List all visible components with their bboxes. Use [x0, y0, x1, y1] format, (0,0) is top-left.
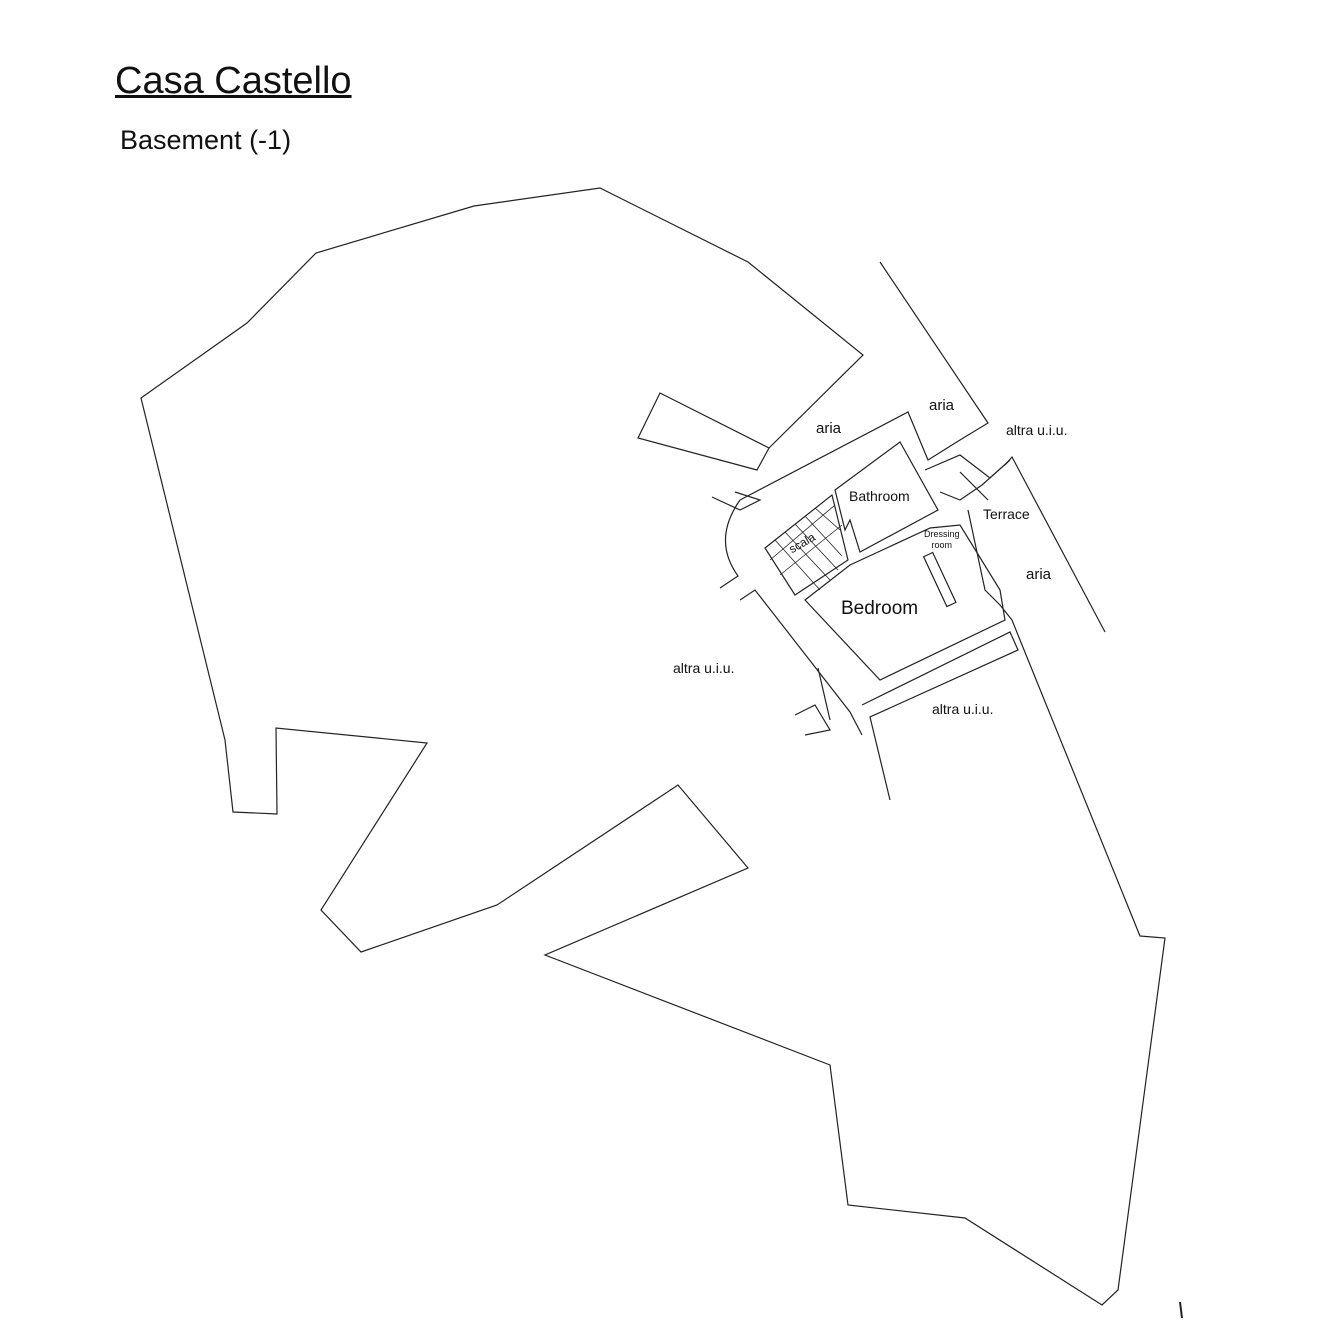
room-bathroom: Bathroom [849, 488, 910, 504]
dressing-walls [967, 509, 1013, 621]
door-south [794, 704, 831, 736]
curved-entry-wall [719, 499, 741, 589]
annex-block [637, 392, 770, 471]
stair-treads [769, 504, 843, 591]
corridor-west-wall [739, 589, 863, 736]
bathroom-walls [834, 441, 939, 553]
label-aria-west: aria [816, 420, 842, 437]
room-terrace: Terrace [983, 506, 1030, 522]
aria-wall-north [739, 261, 989, 501]
label-altra-south: altra u.i.u. [932, 701, 994, 717]
dressing-line1: Dressing [924, 529, 960, 539]
label-aria-east: aria [1026, 566, 1052, 583]
stair-block [764, 493, 849, 596]
dressing-line2: room [931, 540, 953, 550]
room-bedroom: Bedroom [841, 598, 919, 619]
wardrobe [922, 551, 957, 608]
label-altra-north: altra u.i.u. [1006, 422, 1068, 438]
corridor-south-wall [861, 631, 1019, 801]
bedroom-walls [804, 524, 1006, 681]
site-boundary-left [140, 187, 1166, 1306]
aria-wall-east [1004, 455, 1106, 633]
label-altra-west: altra u.i.u. [673, 660, 735, 676]
plan-title: Casa Castello [115, 60, 352, 102]
room-dressing: Dressing room [924, 529, 960, 551]
floor-label: Basement (-1) [120, 125, 292, 155]
label-aria-north: aria [929, 397, 955, 414]
door-left [711, 491, 762, 511]
terrace-walls [924, 454, 1011, 501]
